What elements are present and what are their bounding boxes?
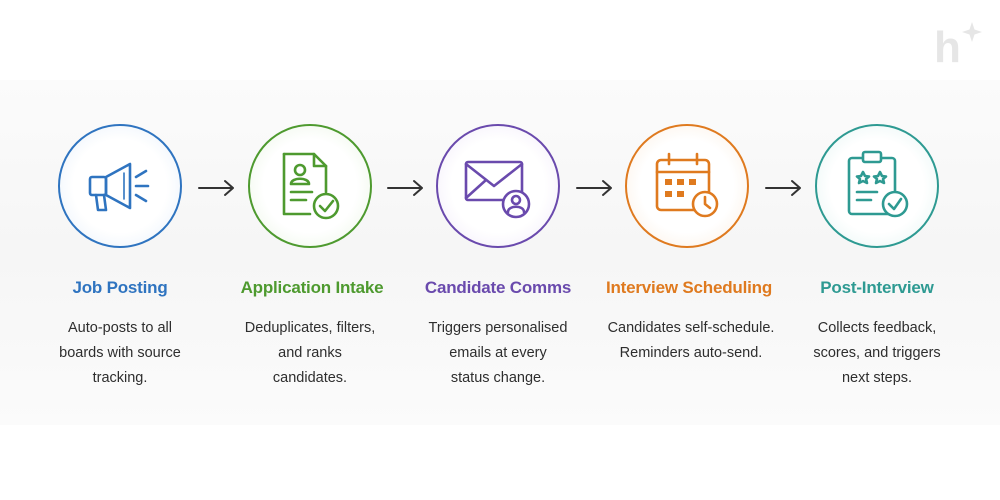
resume-check-icon [282,152,340,220]
desc-line: tracking. [92,370,148,386]
desc-line: boards with source [59,345,181,361]
step-title-job-posting: Job Posting [72,278,168,297]
step-title-application-intake: Application Intake [240,278,384,297]
desc-line: next steps. [841,370,913,386]
desc-line: Auto-posts to all [68,320,172,336]
flow-arrow-2 [387,180,423,196]
desc-line: Candidates self-schedule. [607,320,775,336]
step-desc-interview-scheduling: Candidates self-schedule. Reminders auto… [596,316,786,366]
step-title-interview-scheduling: Interview Scheduling [605,278,773,297]
step-title-candidate-comms: Candidate Comms [424,278,572,297]
clipboard-rating-icon [847,150,909,218]
desc-line: Reminders auto-send. [619,345,763,361]
interview-scheduling-icon-circle [625,124,749,248]
post-interview-icon-circle [815,124,939,248]
calendar-clock-icon [655,152,719,218]
desc-line: emails at every [449,345,547,361]
candidate-comms-icon-circle [436,124,560,248]
application-intake-icon-circle [248,124,372,248]
flow-arrow-4 [765,180,801,196]
desc-line: Deduplicates, filters, [244,320,376,336]
step-desc-job-posting: Auto-posts to all boards with source tra… [35,316,205,391]
flow-arrow-1 [198,180,234,196]
flow-arrow-3 [576,180,612,196]
desc-line: scores, and triggers [813,345,941,361]
megaphone-icon [88,162,150,212]
step-title-post-interview: Post-Interview [820,278,934,297]
desc-line: status change. [450,370,546,386]
step-desc-application-intake: Deduplicates, filters, and ranks candida… [225,316,395,391]
envelope-user-icon [464,160,531,219]
logo-letter: h [934,23,961,70]
desc-line: and ranks [278,345,342,361]
desc-line: candidates. [272,370,348,386]
step-desc-candidate-comms: Triggers personalised emails at every st… [413,316,583,391]
step-desc-post-interview: Collects feedback, scores, and triggers … [792,316,962,391]
sparkle-icon [962,22,982,42]
brand-logo: h [934,22,982,70]
desc-line: Triggers personalised [428,320,568,336]
desc-line: Collects feedback, [817,320,937,336]
job-posting-icon-circle [58,124,182,248]
